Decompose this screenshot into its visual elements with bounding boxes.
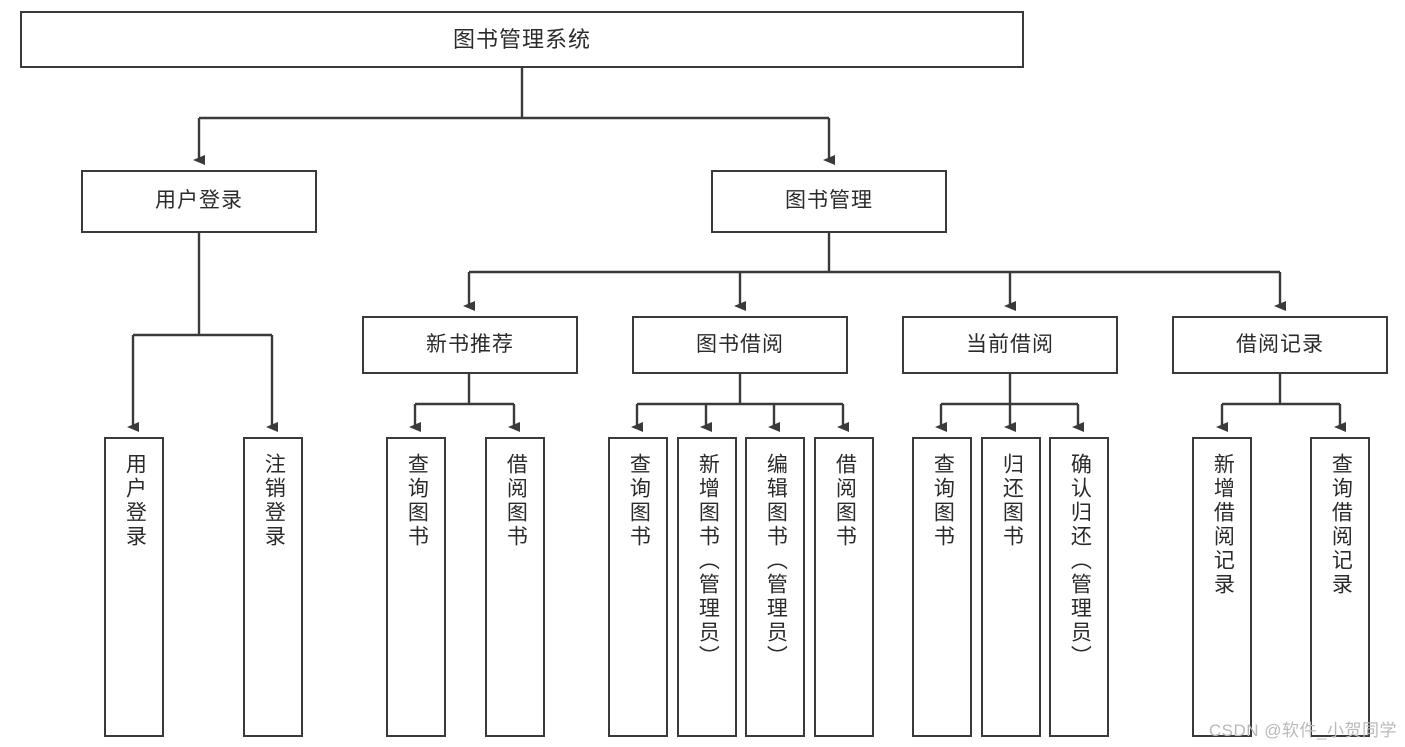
- node-label: 编辑图书（管理员）: [764, 453, 788, 669]
- node-label: 新增图书（管理员）: [696, 453, 720, 669]
- node-label: 图书借阅: [696, 332, 784, 356]
- leaf-book-borrow-add-book-admin[interactable]: 新增图书（管理员）: [677, 437, 737, 737]
- node-label: 查询图书: [627, 453, 651, 549]
- node-new-book-recommend[interactable]: 新书推荐: [362, 316, 578, 374]
- node-label: 图书管理系统: [452, 26, 591, 52]
- node-label: 借阅图书: [504, 453, 528, 549]
- node-book-borrow[interactable]: 图书借阅: [632, 316, 848, 374]
- leaf-user-login-login[interactable]: 用户登录: [104, 437, 164, 737]
- leaf-book-borrow-query-book[interactable]: 查询图书: [608, 437, 668, 737]
- node-label: 用户登录: [155, 189, 243, 213]
- node-label: 查询借阅记录: [1329, 453, 1353, 597]
- node-user-login[interactable]: 用户登录: [81, 170, 317, 233]
- leaf-new-book-borrow-book[interactable]: 借阅图书: [485, 437, 545, 737]
- node-label: 图书管理: [785, 189, 873, 213]
- leaf-borrow-record-query-record[interactable]: 查询借阅记录: [1310, 437, 1370, 737]
- node-book-management[interactable]: 图书管理: [711, 170, 947, 233]
- leaf-borrow-record-add-record[interactable]: 新增借阅记录: [1192, 437, 1252, 737]
- leaf-current-borrow-query-book[interactable]: 查询图书: [912, 437, 972, 737]
- node-label: 归还图书: [1000, 453, 1024, 549]
- leaf-current-borrow-confirm-return-admin[interactable]: 确认归还（管理员）: [1049, 437, 1109, 737]
- leaf-user-login-logout[interactable]: 注销登录: [243, 437, 303, 737]
- node-label: 查询图书: [931, 453, 955, 549]
- node-label: 新书推荐: [426, 332, 514, 356]
- node-label: 注销登录: [262, 453, 286, 549]
- leaf-new-book-query-book[interactable]: 查询图书: [386, 437, 446, 737]
- leaf-book-borrow-borrow-book[interactable]: 借阅图书: [814, 437, 874, 737]
- node-borrow-record[interactable]: 借阅记录: [1172, 316, 1388, 374]
- leaf-current-borrow-return-book[interactable]: 归还图书: [981, 437, 1041, 737]
- node-label: 借阅记录: [1236, 332, 1324, 356]
- node-label: 用户登录: [123, 453, 147, 549]
- node-label: 借阅图书: [833, 453, 857, 549]
- node-label: 确认归还（管理员）: [1068, 453, 1092, 669]
- node-label: 查询图书: [405, 453, 429, 549]
- node-label: 当前借阅: [966, 332, 1054, 356]
- node-book-management-system[interactable]: 图书管理系统: [20, 11, 1024, 68]
- leaf-book-borrow-edit-book-admin[interactable]: 编辑图书（管理员）: [745, 437, 805, 737]
- node-label: 新增借阅记录: [1211, 453, 1235, 597]
- node-current-borrow[interactable]: 当前借阅: [902, 316, 1118, 374]
- watermark: CSDN @软件_小贺同学: [1208, 721, 1397, 740]
